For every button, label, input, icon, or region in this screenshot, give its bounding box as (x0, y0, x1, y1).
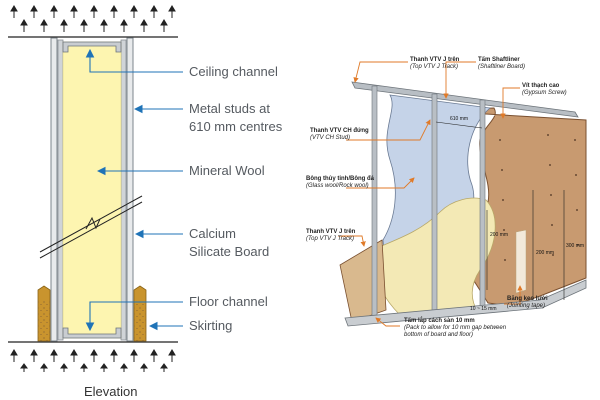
mineral-wool-label: Mineral Wool (189, 163, 265, 178)
label-gap-en2: bottom of board and floor) (404, 332, 474, 338)
label-gypsum-screw-en: (Gypsum Screw) (522, 90, 567, 96)
label-gap: Tấm lắp cách sàn 10 mm (Pack to allow fo… (404, 318, 506, 339)
dim-200-left: 200 mm (490, 232, 509, 238)
label-jointing-tape: Băng keo lưới (Jointing tape) (507, 296, 548, 310)
label-gypsum-screw: Vít thạch cao (Gypsum Screw) (522, 83, 567, 97)
label-ch-stud-vi: Thanh VTV CH đứng (310, 128, 369, 134)
label-top-track-left: Thanh VTV J trên (Top VTV J Track) (306, 229, 355, 243)
label-shaftliner-en: (Shaftliner Board) (478, 64, 526, 70)
elevation-leaders (85, 48, 183, 332)
label-ch-stud: Thanh VTV CH đứng (VTV CH Stud) (310, 128, 369, 142)
label-gypsum-screw-vi: Vít thạch cao (522, 83, 560, 89)
metal-studs-label-line1: Metal studs at (189, 101, 270, 116)
label-top-track-top-en: (Top VTV J Track) (410, 64, 459, 70)
skirting-label: Skirting (189, 318, 233, 333)
label-top-track-top: Thanh VTV J trên (Top VTV J Track) (410, 57, 459, 71)
ceiling-arrows (8, 5, 178, 38)
jointing-tape (515, 229, 527, 294)
label-shaftliner: Tấm Shaftliner (Shaftliner Board) (478, 57, 525, 71)
label-top-track-top-vi: Thanh VTV J trên (410, 57, 460, 63)
dim-300: 300 mm (566, 243, 585, 249)
label-top-track-left-vi: Thanh VTV J trên (306, 229, 356, 235)
label-top-track-left-en: (Top VTV J Track) (306, 236, 355, 242)
label-glass-wool-en: (Glass wool/Rock wool) (306, 183, 369, 189)
label-ch-stud-en: (VTV CH Stud) (310, 135, 351, 141)
label-glass-wool-vi: Bông thủy tinh/Bông đá (306, 176, 374, 182)
ceiling-channel-label: Ceiling channel (189, 64, 278, 79)
label-jointing-tape-en: (Jointing tape) (507, 303, 546, 309)
metal-studs-label-line2: 610 mm centres (189, 119, 283, 134)
elevation-caption: Elevation (84, 384, 138, 399)
wall-section (37, 37, 147, 342)
label-gap-en: (Pack to allow for 10 mm gap between (404, 325, 507, 331)
label-glass-wool: Bông thủy tinh/Bông đá (Glass wool/Rock … (306, 176, 374, 190)
isometric-diagram (338, 61, 587, 327)
floor-channel-label: Floor channel (189, 294, 268, 309)
label-jointing-tape-vi: Băng keo lưới (507, 296, 548, 302)
dim-200-right: 200 mm (536, 250, 555, 256)
floor-arrows (8, 341, 178, 372)
label-shaftliner-vi: Tấm Shaftliner (478, 57, 520, 63)
dim-gap-range: 10 ~ 15 mm (470, 306, 497, 312)
dim-610: 610 mm (450, 116, 469, 122)
label-gap-vi: Tấm lắp cách sàn 10 mm (404, 318, 475, 324)
calcium-label-line1: Calcium (189, 226, 236, 241)
calcium-label-line2: Silicate Board (189, 244, 270, 259)
